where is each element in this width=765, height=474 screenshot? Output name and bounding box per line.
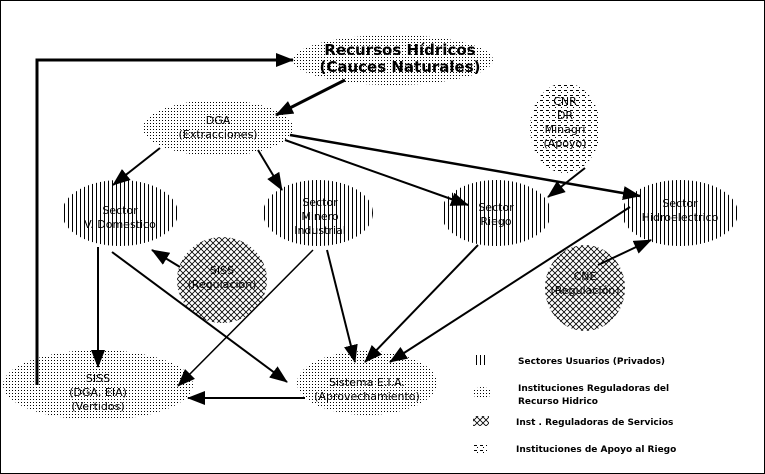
domestico-line2: V. Domestico [84, 218, 156, 231]
node-cne [545, 245, 625, 331]
dga-line1: DGA [206, 114, 231, 127]
arrows [35, 53, 652, 405]
legend-cross-swatch [473, 416, 489, 426]
legend-dash-swatch [473, 443, 487, 453]
legend-servicios: Inst . Reguladoras de Servicios [516, 418, 673, 428]
node-eia [297, 351, 437, 415]
riego-line1: Sector [478, 201, 514, 214]
legend-dots-swatch [473, 387, 491, 399]
arrow-domestico-eia [111, 251, 288, 383]
recursos-line1: Recursos Hídricos [324, 41, 475, 59]
riego-line2: Riego [480, 215, 511, 228]
node-dga [143, 100, 293, 156]
node-domestico [62, 180, 178, 246]
legend-usuarios: Sectores Usuarios (Privados) [518, 357, 665, 367]
node-minero [263, 180, 373, 246]
node-recursos [293, 35, 493, 85]
arrow-minero-siss [177, 249, 314, 387]
node-cnr [530, 83, 600, 173]
dga-line2: (Extracciones) [179, 128, 258, 141]
eia-line2: (Aprovechamiento) [314, 390, 420, 403]
siss-vert-line2: (DGA, EIA) [69, 386, 127, 399]
node-siss-reg [177, 237, 267, 323]
arrow-dga-domestico [112, 147, 161, 186]
cnr-line2: DR [557, 109, 573, 122]
legend-apoyo: Instituciones de Apoyo al Riego [516, 445, 676, 455]
cne-line1: CNE [574, 270, 597, 283]
siss-reg-line1: SISS [210, 264, 234, 277]
arrow-dga-hidro [289, 133, 641, 200]
recursos-line2: (Cauces Naturales) [319, 58, 480, 76]
cnr-line3: Minagri [545, 123, 586, 136]
arrow-cne-hidro [597, 239, 652, 266]
arrow-riego-eia [364, 244, 479, 363]
minero-line1: Sector [302, 196, 338, 209]
cnr-line1: CNR [553, 95, 577, 108]
cne-line2: (Regulación) [550, 284, 619, 297]
legend-reguladoras-2: Recurso Hidrico [518, 397, 598, 407]
legend: Sectores Usuarios (Privados) Institucion… [473, 355, 676, 455]
arrow-cnr-riego [547, 167, 586, 198]
siss-reg-line2: (Regulación) [187, 278, 256, 291]
arrow-recursos-dga [275, 78, 346, 117]
arrow-minero-eia [326, 249, 358, 363]
siss-vert-line3: (Vertidos) [71, 400, 124, 413]
arrow-dga-riego [284, 139, 469, 206]
eia-line1: Sistema E.I.A. [329, 376, 405, 389]
arrow-siss-domestico [151, 249, 181, 268]
siss-vert-line1: SISS [86, 372, 110, 385]
minero-line3: Industrial [294, 224, 346, 237]
arrow-dga-minero [257, 149, 283, 191]
arrow-feedback [35, 53, 294, 385]
node-hidro [622, 180, 738, 246]
cnr-line4: (Apoyo) [543, 137, 586, 150]
arrow-hidro-eia [389, 206, 631, 363]
minero-line2: Minero [301, 210, 339, 223]
legend-vlines-swatch [473, 355, 487, 365]
hidro-line1: Sector [662, 197, 698, 210]
legend-reguladoras-1: Instituciones Reguladoras del [518, 384, 669, 394]
hidro-line2: Hidroelectrico [642, 211, 719, 224]
domestico-line1: Sector [102, 204, 138, 217]
node-siss-vert [3, 350, 193, 420]
